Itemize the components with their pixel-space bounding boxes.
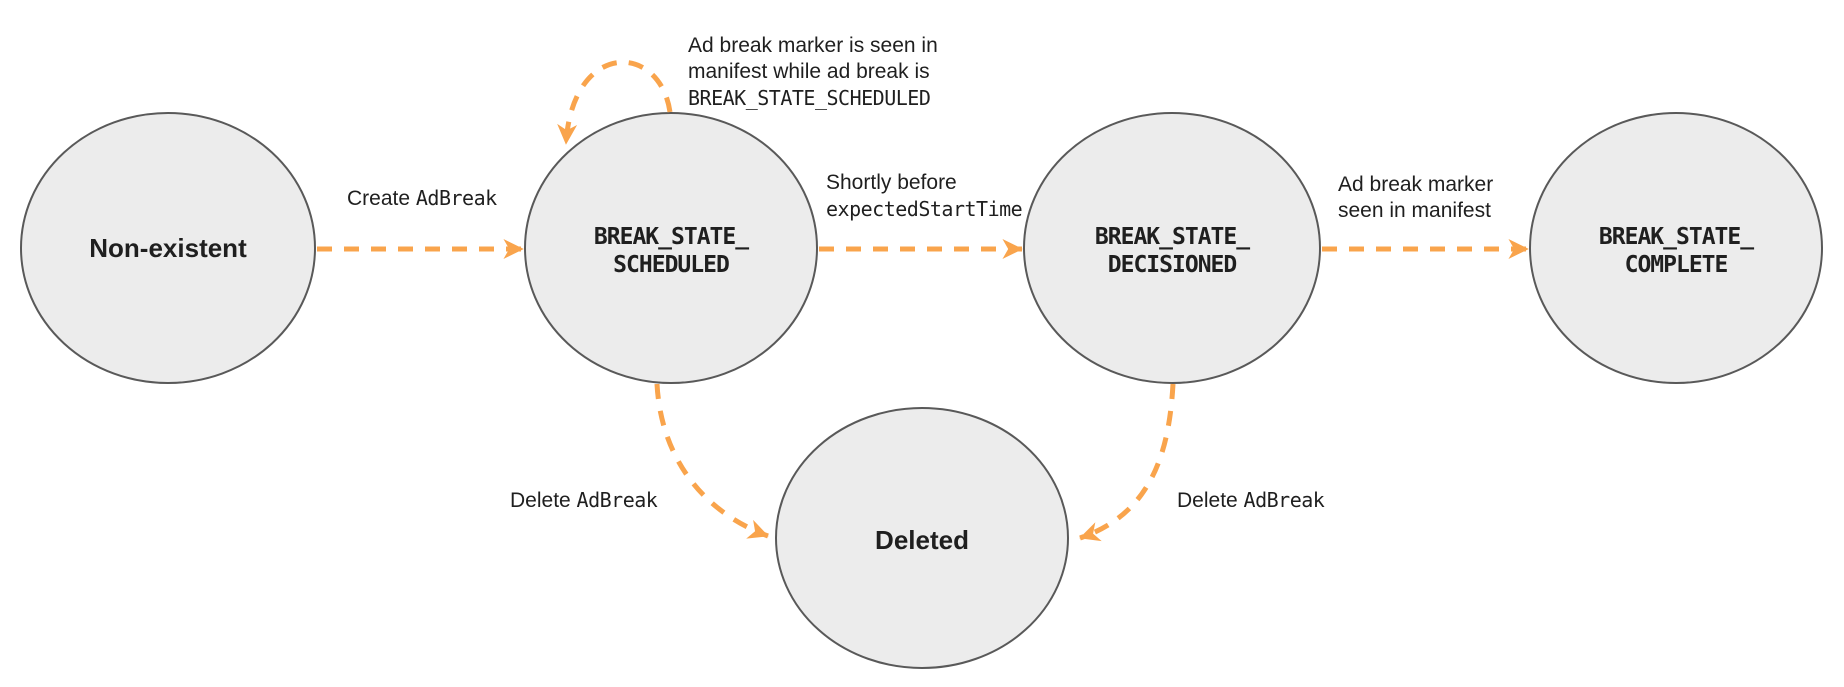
state-label-non-existent: Non-existent bbox=[89, 233, 247, 263]
state-circle-break-state-scheduled bbox=[524, 112, 818, 384]
transition-arrow-marker-seen-while-scheduled bbox=[557, 59, 673, 145]
state-circle-deleted bbox=[775, 407, 1069, 669]
transition-label-marker-seen-in-manifest: Ad break marker seen in manifest bbox=[1338, 173, 1494, 222]
transition-label-marker-seen-while-scheduled: Ad break marker is seen in manifest whil… bbox=[688, 34, 938, 110]
transition-arrow-delete-adbreak-from-decisioned bbox=[1079, 383, 1176, 542]
transition-label-delete-adbreak-from-decisioned: Delete AdBreak bbox=[1177, 488, 1325, 512]
state-circle-break-state-complete bbox=[1529, 112, 1823, 384]
state-circle-break-state-decisioned bbox=[1023, 112, 1321, 384]
state-label-deleted: Deleted bbox=[875, 525, 969, 555]
state-label-break-state-complete: BREAK_STATE_ COMPLETE bbox=[1598, 224, 1754, 278]
transition-label-create-adbreak: Create AdBreak bbox=[347, 186, 497, 210]
transition-label-shortly-before-expected-start: Shortly before expectedStartTime bbox=[826, 171, 1023, 221]
transition-arrow-delete-adbreak-from-scheduled bbox=[654, 383, 769, 539]
state-label-break-state-scheduled: BREAK_STATE_ SCHEDULED bbox=[593, 224, 749, 278]
state-label-break-state-decisioned: BREAK_STATE_ DECISIONED bbox=[1094, 224, 1250, 278]
state-circle-non-existent bbox=[20, 112, 316, 384]
transition-label-delete-adbreak-from-scheduled: Delete AdBreak bbox=[510, 488, 658, 512]
